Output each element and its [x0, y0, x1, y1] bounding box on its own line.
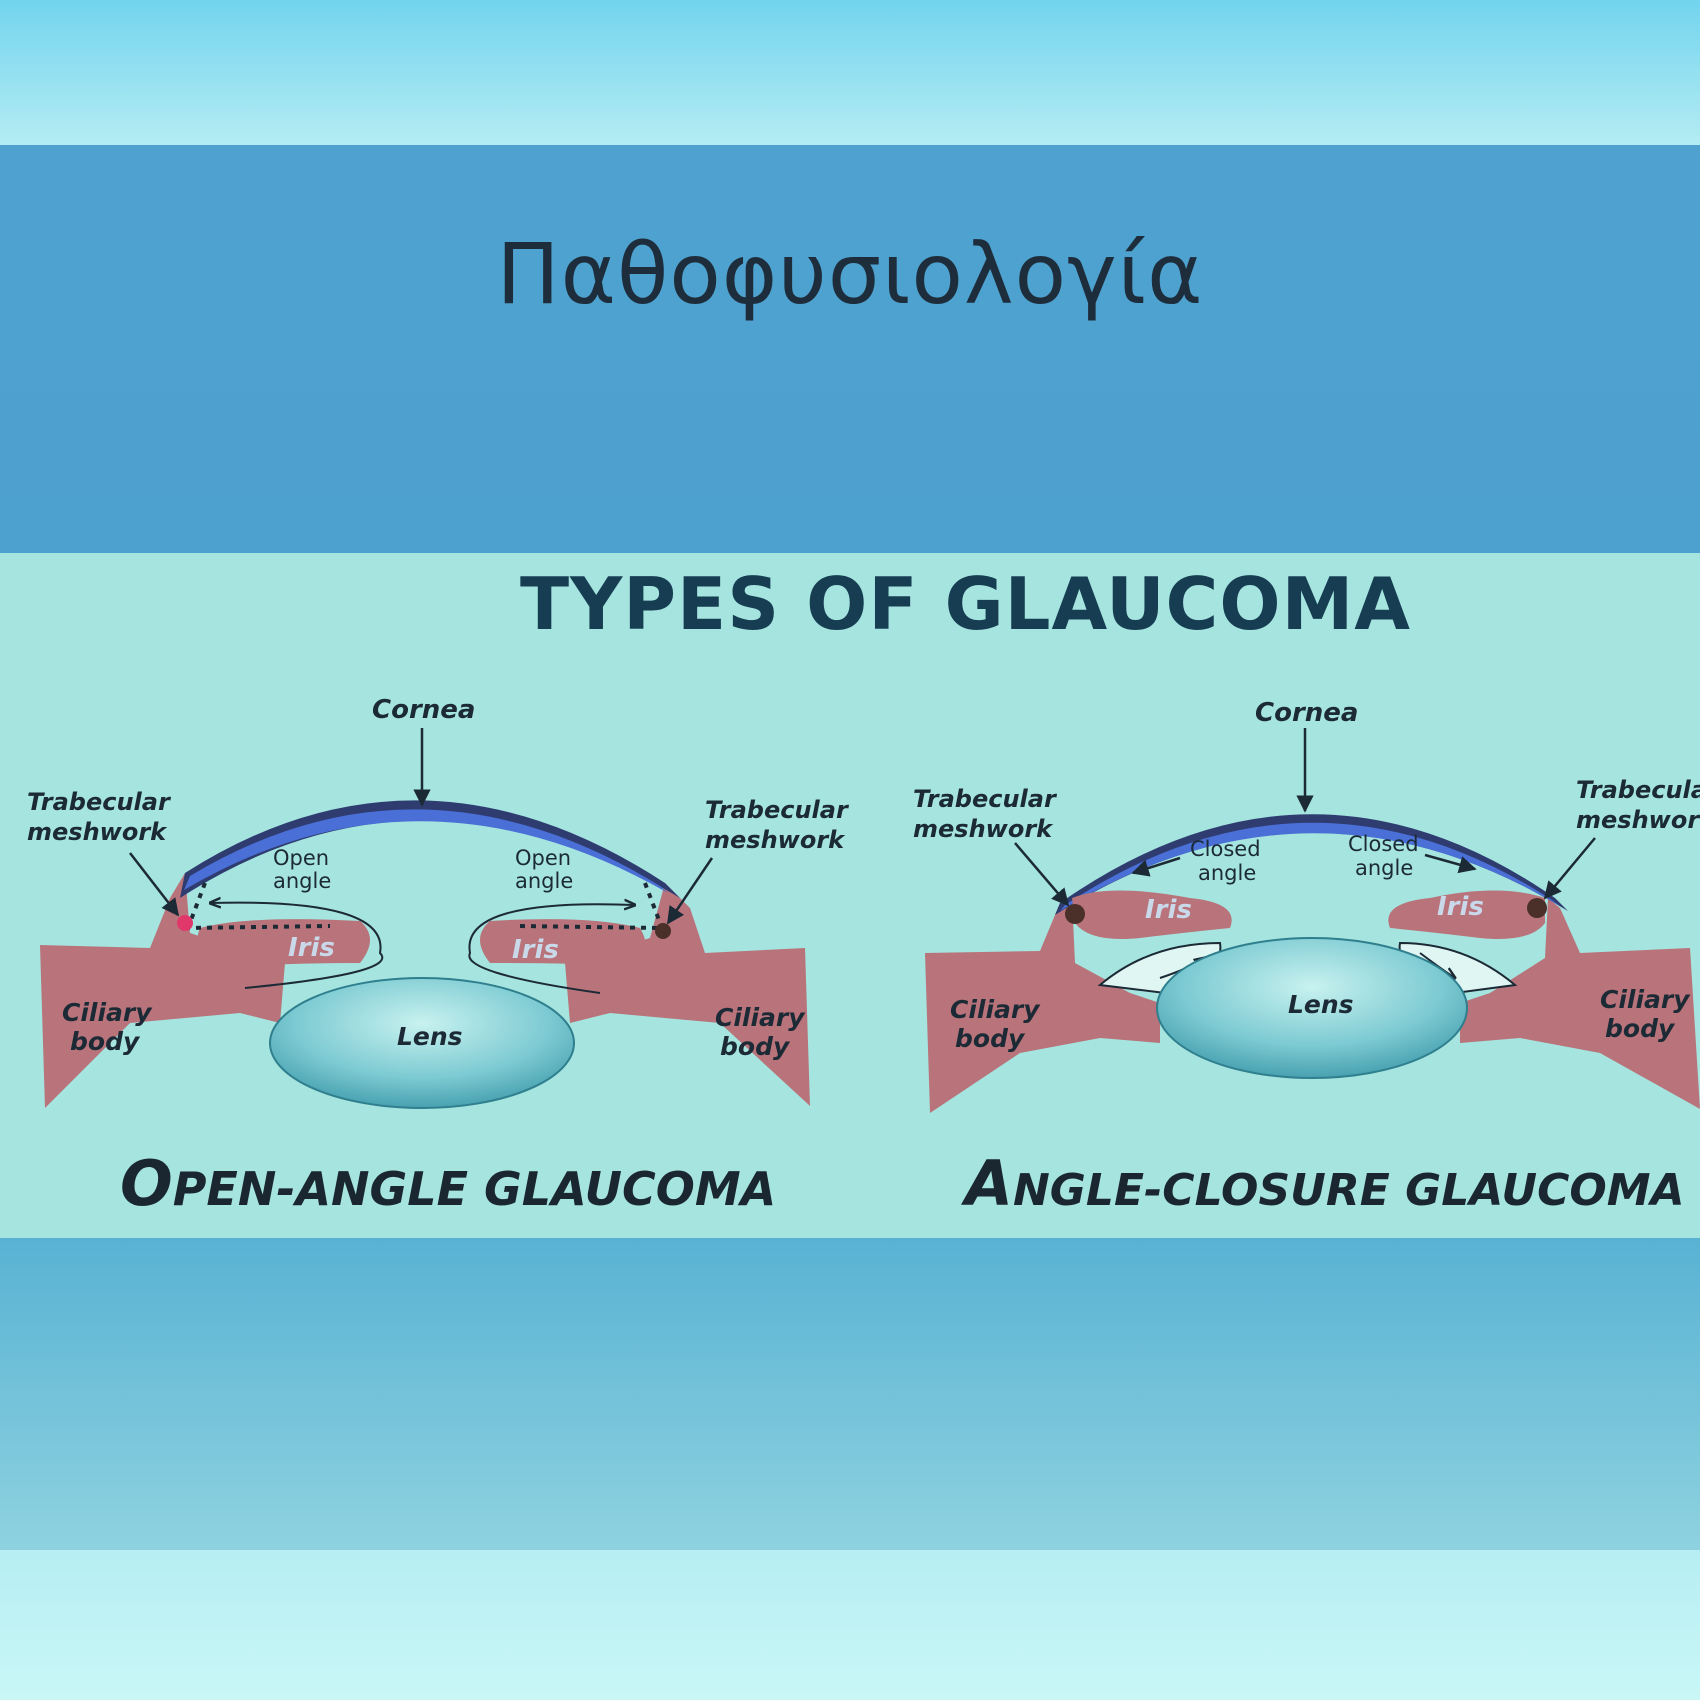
- open-angle-right-label-2: angle: [515, 869, 573, 893]
- ciliary-label-open-left-2: body: [70, 1027, 141, 1056]
- closed-angle-left-label-2: angle: [1198, 861, 1256, 885]
- ciliary-label-open-right-1: Ciliary: [715, 1003, 806, 1032]
- open-angle-diagram: Cornea Trabecular meshwork Trabecular me…: [27, 695, 850, 1220]
- lens-closure-shape: [1156, 937, 1468, 1079]
- iris-right-shape: [480, 919, 646, 966]
- iris-left-shape: [197, 919, 370, 968]
- below-screen-area: [0, 1550, 1700, 1700]
- lens-label-closure: Lens: [1288, 990, 1354, 1019]
- angle-closure-diagram: Cornea Trabecular meshwork Trabecular me…: [913, 698, 1700, 1220]
- closed-angle-left-label-1: Closed: [1190, 837, 1261, 861]
- iris-label-open-left: Iris: [288, 933, 335, 963]
- angle-closure-caption-rest: NGLE-CLOSURE GLAUCOMA: [1013, 1165, 1685, 1216]
- trabecular-label-closure-left-1: Trabecular: [913, 785, 1058, 813]
- slide-title: Παθοφυσιολογία: [496, 225, 1204, 323]
- iris-label-closure-left: Iris: [1145, 895, 1192, 925]
- trabecular-label-closure-right-2: meshwork: [1576, 806, 1700, 834]
- trabecular-label-closure-left-2: meshwork: [913, 815, 1054, 843]
- trabecular-label-open-left-1: Trabecular: [27, 788, 172, 816]
- cornea-label-open: Cornea: [372, 695, 475, 725]
- ciliary-label-open-left-1: Ciliary: [62, 998, 153, 1027]
- cornea-arch-left: [180, 800, 680, 898]
- ciliary-label-closure-right-1: Ciliary: [1600, 985, 1691, 1014]
- iris-label-closure-right: Iris: [1437, 892, 1484, 922]
- iris-closure-left-shape: [1072, 890, 1232, 939]
- trabecular-label-closure-right-1: Trabecular: [1576, 776, 1700, 804]
- open-angle-caption-rest: PEN-ANGLE GLAUCOMA: [173, 1162, 777, 1216]
- angle-closure-caption: ANGLE-CLOSURE GLAUCOMA: [960, 1147, 1685, 1220]
- cornea-arch-closure: [1055, 814, 1568, 915]
- open-angle-caption: OPEN-ANGLE GLAUCOMA: [120, 1147, 776, 1220]
- iris-closure-right-shape: [1388, 890, 1545, 939]
- lens-left-shape: [269, 977, 575, 1109]
- ciliary-label-closure-left-2: body: [955, 1024, 1026, 1053]
- open-angle-left-label-2: angle: [273, 869, 331, 893]
- slide-top-band: [0, 145, 1700, 553]
- open-angle-right-label-1: Open: [515, 846, 571, 870]
- closed-angle-right-label-2: angle: [1355, 856, 1413, 880]
- slide-bottom-band: [0, 1238, 1700, 1550]
- trabecular-label-open-right-2: meshwork: [705, 826, 846, 854]
- open-angle-left-label-1: Open: [273, 846, 329, 870]
- figure-panel: [0, 553, 1700, 1238]
- glaucoma-diagram: Cornea Trabecular meshwork Trabecular me…: [27, 695, 1700, 1220]
- iris-label-open-right: Iris: [512, 935, 559, 965]
- closed-angle-right-label-1: Closed: [1348, 832, 1419, 856]
- angle-closure-caption-cap: A: [960, 1147, 1013, 1220]
- ciliary-body-right-shape: [565, 883, 810, 1106]
- open-angle-caption-cap: O: [120, 1147, 173, 1220]
- trabecular-label-open-right-1: Trabecular: [705, 796, 850, 824]
- trabecular-label-open-left-2: meshwork: [27, 818, 168, 846]
- ciliary-label-open-right-2: body: [720, 1032, 791, 1061]
- ciliary-body-left-shape: [40, 873, 285, 1108]
- ciliary-label-closure-right-2: body: [1605, 1014, 1676, 1043]
- cornea-label-closure: Cornea: [1255, 698, 1358, 728]
- figure-title: TYPES OF GLAUCOMA: [520, 562, 1411, 646]
- ciliary-label-closure-left-1: Ciliary: [950, 995, 1041, 1024]
- ciliary-body-closure-left-shape: [925, 898, 1160, 1113]
- ciliary-body-closure-right-shape: [1460, 898, 1700, 1109]
- lens-label-open: Lens: [397, 1022, 463, 1051]
